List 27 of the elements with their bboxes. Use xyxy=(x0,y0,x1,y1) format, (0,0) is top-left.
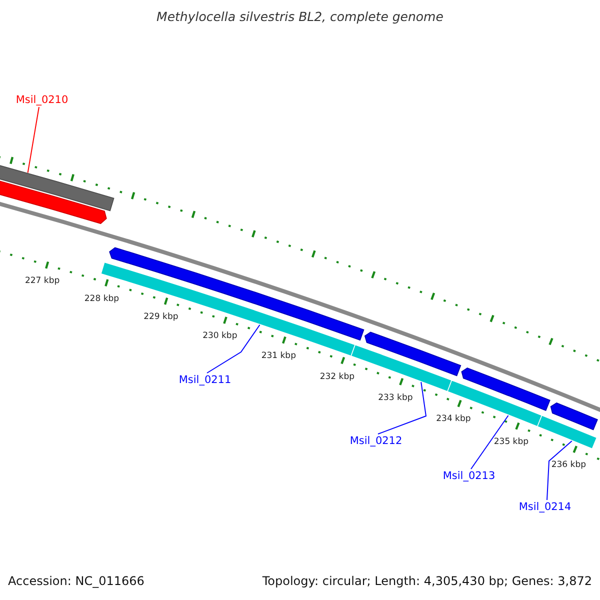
tick-label: 232 kbp xyxy=(320,372,354,382)
footer-text: Accession: NC_011666 xyxy=(8,574,144,588)
gene-feature xyxy=(364,332,462,376)
leader-line xyxy=(27,106,40,174)
tick-label: 229 kbp xyxy=(144,312,178,322)
gene-feature xyxy=(550,402,598,430)
footer-text: Topology: circular; Length: 4,305,430 bp; Genes: 3,872 xyxy=(262,574,592,588)
gene-label: Msil_0212 xyxy=(350,435,402,447)
cds-bar xyxy=(537,414,598,450)
tick-label: 230 kbp xyxy=(202,331,238,342)
tick-label: 233 kbp xyxy=(378,392,413,403)
tick-label: 234 kbp xyxy=(436,414,471,424)
gene-feature xyxy=(461,368,550,411)
leader-line xyxy=(206,324,260,374)
tick-label: 227 kbp xyxy=(25,276,60,286)
tick-label: 231 kbp xyxy=(261,351,296,362)
gene-label: Msil_0211 xyxy=(178,374,232,386)
tick-label: 228 kbp xyxy=(84,294,120,304)
tick-label: 235 kbp xyxy=(494,436,529,447)
gene-label: Msil_0210 xyxy=(16,94,68,106)
leader-line xyxy=(470,414,509,470)
gene-label: Msil_0214 xyxy=(518,501,572,513)
title: Methylocella silvestris BL2, complete genome xyxy=(156,9,444,24)
leader-line xyxy=(378,382,427,434)
tick-label: 236 kbp xyxy=(551,460,586,470)
leader-line xyxy=(546,440,572,500)
gene-label: Msil_0213 xyxy=(442,470,496,482)
